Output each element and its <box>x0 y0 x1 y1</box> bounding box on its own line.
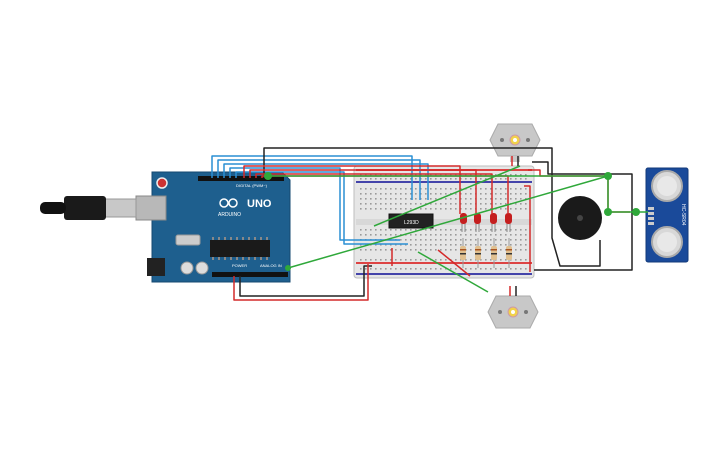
wire-blue[interactable] <box>223 163 429 200</box>
arduino-brand-text: ARDUINO <box>218 212 241 218</box>
wire-black[interactable] <box>532 161 633 271</box>
atmega-chip <box>210 240 270 257</box>
capacitor-1 <box>180 261 194 275</box>
led-group <box>460 213 512 232</box>
power-analog-header[interactable] <box>212 272 288 277</box>
breadboard[interactable] <box>353 165 535 279</box>
power-label: POWER <box>232 263 247 268</box>
analog-label: ANALOG IN <box>260 263 282 268</box>
power-jack <box>147 258 165 276</box>
led[interactable] <box>505 213 512 232</box>
sensor-model-text: HC-SR04 <box>680 204 686 226</box>
wire-blue[interactable] <box>217 159 421 200</box>
wire-black[interactable] <box>263 147 601 267</box>
wire-joint <box>632 208 640 216</box>
wire-blue[interactable] <box>229 167 400 241</box>
wire-joint <box>604 172 612 180</box>
arduino-model-text: UNO <box>247 198 272 210</box>
resistor[interactable] <box>460 238 466 268</box>
wire-black[interactable] <box>239 265 372 297</box>
wire-joint <box>285 265 291 271</box>
ic-chip-label: L293D <box>404 220 419 226</box>
wire-red[interactable] <box>233 264 369 301</box>
led[interactable] <box>460 213 467 232</box>
wire-green[interactable] <box>287 175 609 269</box>
l293d-chip[interactable]: L293D <box>388 213 434 229</box>
led[interactable] <box>490 213 497 232</box>
arduino-uno-board[interactable]: ARDUINO UNO DIGITAL (PWM~) POWER ANALOG … <box>135 171 291 283</box>
wire-red[interactable] <box>437 249 471 277</box>
resistor[interactable] <box>475 238 481 268</box>
wire-blue[interactable] <box>211 155 413 200</box>
wire-green[interactable] <box>373 165 521 227</box>
usb-cable <box>40 196 137 220</box>
usb-port <box>135 195 167 221</box>
dc-motor-bottom[interactable] <box>487 286 539 329</box>
ultrasonic-sensor[interactable]: HC-SR04 <box>645 167 689 263</box>
wire-red[interactable] <box>524 185 531 272</box>
wire-green[interactable] <box>607 176 648 213</box>
reset-button[interactable] <box>156 177 168 189</box>
wire-red[interactable] <box>249 169 477 214</box>
wire-joint <box>604 208 612 216</box>
dc-motor-top[interactable] <box>489 123 541 166</box>
wire-blue[interactable] <box>235 171 408 245</box>
wire-red[interactable] <box>255 173 493 214</box>
led[interactable] <box>474 213 481 232</box>
wire-green[interactable] <box>417 251 489 293</box>
wires <box>211 147 648 301</box>
resistor[interactable] <box>491 238 497 268</box>
arduino-logo <box>219 198 238 208</box>
resistor[interactable] <box>506 238 512 268</box>
resistor-group <box>460 238 512 268</box>
piezo-buzzer[interactable] <box>558 196 602 240</box>
digital-header-label: DIGITAL (PWM~) <box>236 183 268 188</box>
crystal <box>175 234 201 246</box>
wire-joint <box>264 172 272 180</box>
digital-header-1[interactable] <box>198 176 284 181</box>
capacitor-2 <box>195 261 209 275</box>
